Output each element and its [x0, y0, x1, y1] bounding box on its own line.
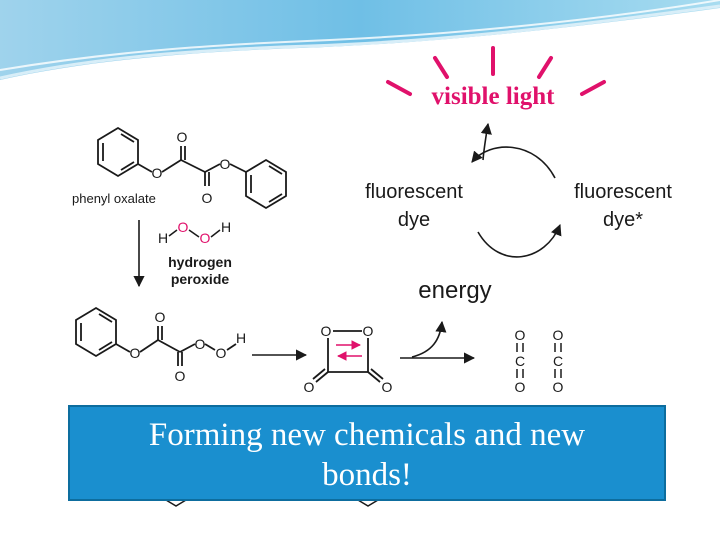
hydrogen-peroxide-label: hydrogen [168, 254, 232, 270]
phenyl-oxalate-label: phenyl oxalate [72, 191, 156, 206]
svg-text:O: O [152, 165, 163, 181]
svg-text:O: O [178, 219, 189, 235]
svg-text:O: O [155, 309, 166, 325]
svg-text:O: O [321, 323, 332, 339]
obscured-structure-fragments [165, 499, 379, 507]
caption-banner: Forming new chemicals and new bonds! [68, 405, 666, 501]
svg-text:O: O [363, 323, 374, 339]
visible-light-label: visible light [432, 83, 556, 110]
svg-text:O: O [382, 379, 393, 395]
carbon-dioxide-products: O C O O C O [515, 327, 564, 395]
svg-text:C: C [553, 353, 563, 369]
svg-text:O: O [175, 368, 186, 384]
svg-text:O: O [220, 156, 231, 172]
svg-text:O: O [200, 230, 211, 246]
hydrogen-peroxide-structure: H O O H [158, 219, 231, 246]
fluorescent-dye-excited-label-line2: dye* [603, 209, 643, 231]
svg-text:O: O [177, 129, 188, 145]
hydrogen-peroxide-label-line2: peroxide [171, 271, 230, 287]
light-rays [386, 46, 606, 96]
dye-cycle-arrows [471, 122, 562, 258]
caption-line-1: Forming new chemicals and new [148, 417, 586, 453]
svg-text:C: C [515, 353, 525, 369]
svg-text:H: H [221, 219, 231, 235]
fluorescent-dye-excited-label: fluorescent [574, 181, 672, 203]
svg-text:O: O [216, 345, 227, 361]
svg-text:O: O [195, 336, 206, 352]
svg-text:O: O [130, 345, 141, 361]
svg-text:H: H [236, 330, 246, 346]
svg-text:O: O [515, 379, 526, 395]
header-swoosh [0, 0, 720, 80]
peroxy-intermediate-atoms: O O O O H O [130, 309, 247, 384]
peroxy-intermediate-structure [75, 306, 237, 366]
energy-release-arrow [411, 320, 447, 358]
phenyl-oxalate-atoms: O O O O [152, 129, 231, 206]
dioxetanedione-structure [312, 330, 384, 383]
caption-line-2: bonds! [322, 457, 412, 493]
svg-text:H: H [158, 230, 168, 246]
fluorescent-dye-label: fluorescent [365, 181, 463, 203]
svg-text:O: O [515, 327, 526, 343]
energy-label: energy [418, 277, 491, 304]
phenyl-oxalate-structure [97, 126, 287, 210]
dioxetanedione-atoms: O O O O [304, 323, 393, 395]
svg-text:O: O [553, 379, 564, 395]
svg-text:O: O [304, 379, 315, 395]
electron-flow-arrows [336, 340, 362, 361]
svg-text:O: O [553, 327, 564, 343]
svg-text:O: O [202, 190, 213, 206]
fluorescent-dye-label-line2: dye [398, 209, 430, 231]
